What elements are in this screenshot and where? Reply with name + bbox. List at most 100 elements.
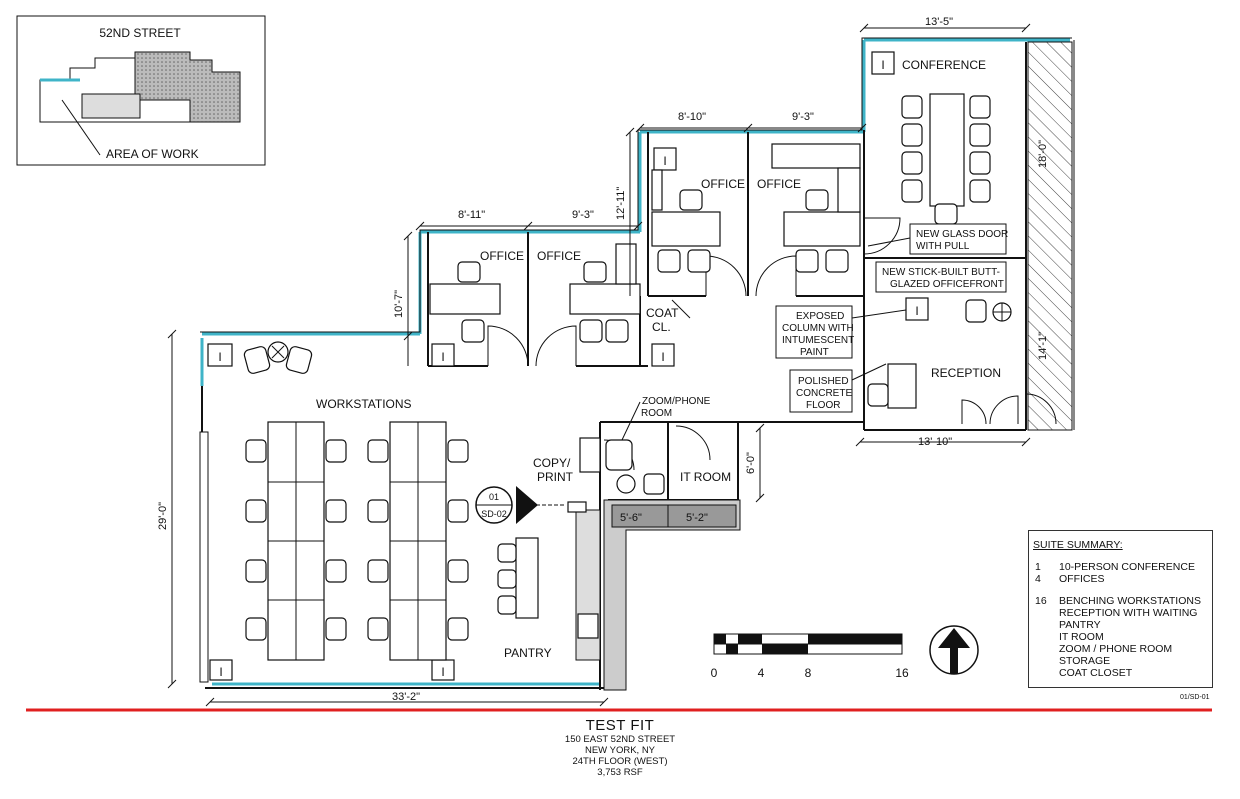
section-tag-sheet: SD-02: [481, 509, 507, 519]
columns: I I I I I I I I: [207, 51, 929, 681]
office-label: OFFICE: [757, 177, 801, 191]
key-plan: 52ND STREET AREA OF WORK: [16, 15, 266, 166]
note-floor: FLOOR: [806, 400, 840, 411]
exterior-hatch: [1027, 41, 1073, 431]
note-column: COLUMN WITH: [782, 323, 854, 334]
conference-label: CONFERENCE: [902, 58, 986, 72]
reception-furniture: [867, 299, 1012, 409]
scale-label: 16: [895, 666, 909, 680]
column-icon: I: [651, 343, 675, 367]
summary-item: RECEPTION WITH WAITING: [1059, 607, 1198, 619]
lounge-furniture: [243, 341, 313, 374]
scale-bar: 0 4 8 16: [711, 633, 909, 680]
svg-text:I: I: [661, 350, 664, 364]
copy-print-label: PRINT: [537, 470, 574, 484]
pantry-furniture: [497, 437, 601, 661]
section-tag-number: 01: [489, 492, 499, 502]
column-icon: I: [431, 343, 455, 367]
svg-text:I: I: [441, 665, 444, 679]
summary-count: 1: [1035, 561, 1041, 573]
office-furniture: [429, 143, 861, 343]
summary-row: 1 10-PERSON CONFERENCE: [1033, 561, 1208, 573]
dim-reception-width: 13'-10": [918, 436, 952, 448]
storage-shelves: [611, 504, 737, 528]
dimensions: 13'-5" 18'-0" 8'-10" 9'-3" 12'-11" 8'-11…: [157, 16, 1049, 707]
suite-summary: SUITE SUMMARY: 1 10-PERSON CONFERENCE 4 …: [1028, 530, 1213, 688]
dim-conf-height: 18'-0": [1037, 140, 1049, 168]
zoom-room-label: ROOM: [641, 408, 672, 419]
key-plan-leader: [61, 99, 101, 156]
dim-office-upper-right: 9'-3": [792, 111, 814, 123]
dim-reception-height: 14'-1": [1037, 332, 1049, 360]
section-marker: 01 SD-02: [475, 486, 566, 524]
address-line: 150 EAST 52ND STREET: [564, 734, 676, 745]
note-glass-door: NEW GLASS DOOR: [916, 229, 1008, 240]
storage-wall: [603, 499, 741, 691]
coat-closet-label: COAT: [646, 306, 679, 320]
svg-text:I: I: [915, 304, 918, 318]
north-arrow-icon: [929, 625, 979, 675]
key-plan-frame: [16, 15, 266, 166]
conference-furniture: [901, 93, 991, 225]
note-column: EXPOSED: [796, 311, 844, 322]
note-glass-door: WITH PULL: [916, 241, 970, 252]
summary-item: IT ROOM: [1059, 631, 1104, 643]
summary-row: COAT CLOSET: [1033, 667, 1208, 679]
note-floor: CONCRETE: [796, 388, 852, 399]
floor-line: 24TH FLOOR (WEST): [572, 756, 668, 767]
svg-text:I: I: [441, 350, 444, 364]
summary-item: ZOOM / PHONE ROOM: [1059, 643, 1173, 655]
dim-office-lower-right: 9'-3": [572, 209, 594, 221]
dim-work-height: 29'-0": [157, 502, 169, 530]
note-officefront: NEW STICK-BUILT BUTT-: [882, 267, 1000, 278]
summary-row: PANTRY: [1033, 619, 1208, 631]
note-floor: POLISHED: [798, 376, 849, 387]
scale-label: 4: [758, 666, 765, 680]
room-labels: CONFERENCE OFFICE OFFICE OFFICE OFFICE C…: [316, 58, 1001, 660]
note-officefront: GLAZED OFFICEFRONT: [890, 279, 1004, 290]
note-column: PAINT: [800, 347, 829, 358]
key-plan-core: [81, 93, 141, 119]
svg-text:I: I: [663, 154, 666, 168]
summary-row: ZOOM / PHONE ROOM: [1033, 643, 1208, 655]
summary-row: STORAGE: [1033, 655, 1208, 667]
summary-row: RECEPTION WITH WAITING: [1033, 607, 1208, 619]
office-label: OFFICE: [480, 249, 524, 263]
reception-label: RECEPTION: [931, 366, 1001, 380]
dim-storage-right: 5'-2": [686, 512, 708, 524]
city-line: NEW YORK, NY: [584, 745, 656, 756]
key-plan-area-label: AREA OF WORK: [106, 147, 199, 161]
zoom-room-label: ZOOM/PHONE: [642, 396, 711, 407]
note-column: INTUMESCENT: [782, 335, 854, 346]
workstation-benches: [245, 421, 469, 661]
svg-text:I: I: [219, 665, 222, 679]
column-icon: I: [209, 659, 233, 681]
office-label: OFFICE: [537, 249, 581, 263]
summary-item: 10-PERSON CONFERENCE: [1059, 561, 1195, 573]
suite-summary-heading: SUITE SUMMARY:: [1033, 539, 1123, 551]
summary-row: IT ROOM: [1033, 631, 1208, 643]
summary-item: PANTRY: [1059, 619, 1101, 631]
office-label: OFFICE: [701, 177, 745, 191]
dim-work-width: 33'-2": [392, 691, 420, 703]
dim-it-height: 6'-0": [745, 452, 757, 474]
svg-text:I: I: [881, 58, 884, 72]
perimeter: [199, 37, 1075, 691]
scale-label: 0: [711, 666, 718, 680]
column-icon: I: [431, 659, 455, 681]
dim-conf-width: 13'-5": [925, 16, 953, 28]
summary-item: STORAGE: [1059, 655, 1111, 667]
dim-office-upper-height: 12'-11": [615, 187, 627, 220]
svg-text:I: I: [218, 350, 221, 364]
drawing-title: TEST FIT: [585, 717, 655, 734]
dim-office-lower-left: 8'-11": [458, 209, 485, 221]
column-icon: I: [871, 51, 895, 75]
key-plan-area-shaded: [134, 51, 241, 123]
dim-office-upper-left: 8'-10": [678, 111, 706, 123]
coat-closet-label: CL.: [652, 320, 671, 334]
summary-item: OFFICES: [1059, 573, 1105, 585]
summary-row: 16 BENCHING WORKSTATIONS: [1033, 595, 1208, 607]
summary-item: BENCHING WORKSTATIONS: [1059, 595, 1201, 607]
column-icon: I: [207, 343, 233, 367]
